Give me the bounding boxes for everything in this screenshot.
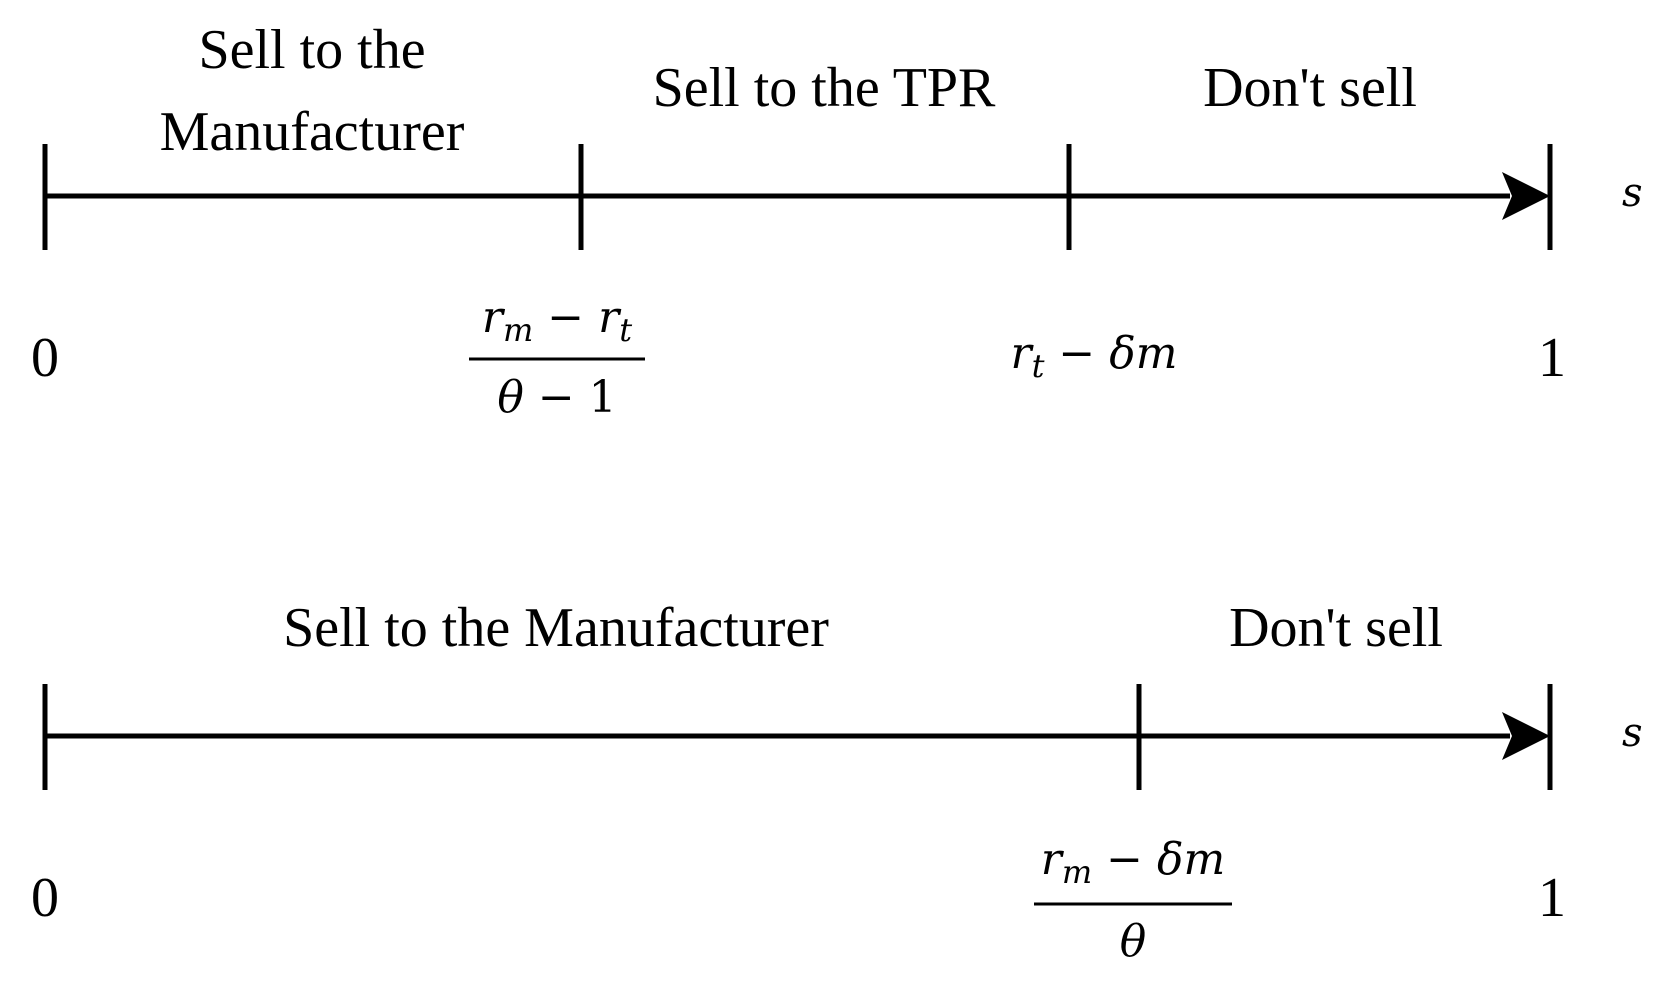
bottom-start-label: 0 <box>31 867 59 929</box>
top-number-line: Sell to the Manufacturer Sell to the TPR… <box>31 19 1643 423</box>
top-threshold-1-numerator: rm − rt <box>482 292 632 349</box>
top-region-tpr: Sell to the TPR <box>653 57 996 119</box>
top-axis-arrowhead <box>1502 172 1550 220</box>
bottom-number-line: Sell to the Manufacturer Don't sell s 0 … <box>31 597 1643 967</box>
top-region-manufacturer-line-2: Manufacturer <box>160 101 465 163</box>
top-region-dont-sell: Don't sell <box>1203 57 1417 119</box>
bottom-threshold-1-formula: rm − δm θ <box>1034 834 1232 967</box>
bottom-threshold-1-numerator: rm − δm <box>1041 834 1225 891</box>
top-start-label: 0 <box>31 327 59 389</box>
top-axis-variable: s <box>1622 170 1643 216</box>
top-region-manufacturer-line-1: Sell to the <box>198 19 425 81</box>
top-threshold-1-formula: rm − rt θ − 1 <box>469 292 645 423</box>
bottom-threshold-1-denominator: θ <box>1120 916 1147 967</box>
bottom-end-label: 1 <box>1538 867 1566 929</box>
bottom-axis-variable: s <box>1622 710 1643 756</box>
top-threshold-1-denominator: θ − 1 <box>497 372 616 423</box>
top-threshold-2-formula: rt − δm <box>1011 328 1178 385</box>
top-end-label: 1 <box>1538 327 1566 389</box>
bottom-region-dont-sell: Don't sell <box>1229 597 1443 659</box>
bottom-region-manufacturer: Sell to the Manufacturer <box>283 597 829 659</box>
bottom-axis-arrowhead <box>1502 712 1550 760</box>
